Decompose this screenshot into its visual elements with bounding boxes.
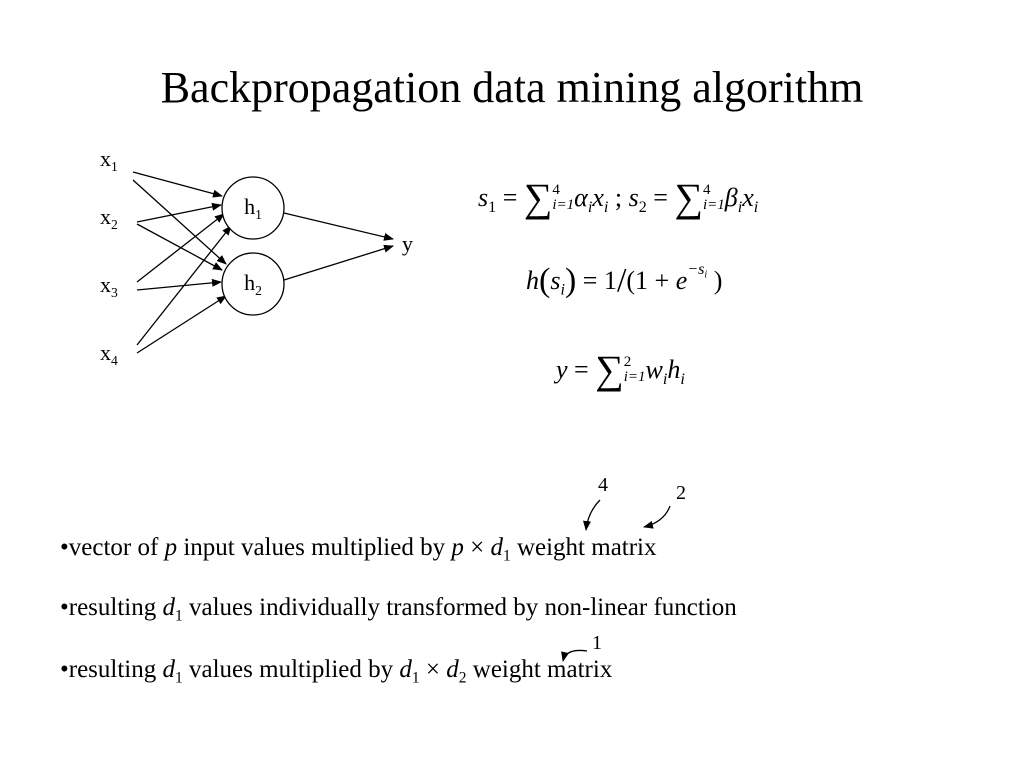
- hidden-label-h1: h1: [244, 194, 262, 222]
- edge-x3-h1: [136, 213, 225, 283]
- input-label-x3: x3: [100, 272, 118, 300]
- bullet-2: •resulting d1 values individually transf…: [60, 594, 737, 625]
- bullet-3: •resulting d1 values multiplied by d1 × …: [60, 656, 613, 687]
- annotation-4: 4: [598, 474, 608, 496]
- hidden-node-1: [221, 176, 285, 240]
- annotation-arrow-4: [583, 499, 601, 531]
- annotation-2: 2: [676, 482, 686, 504]
- input-label-x1: x1: [100, 146, 118, 174]
- annotation-1: 1: [592, 632, 602, 654]
- edge-x4-h2: [136, 295, 227, 354]
- edge-x2-h1: [136, 202, 222, 223]
- annotation-arrow-1: [561, 649, 588, 662]
- bullet-1: •vector of p input values multiplied by …: [60, 534, 657, 565]
- equation-sigmoid: h(si) = 1/(1 + e−si ): [526, 261, 723, 299]
- hidden-node-2: [221, 252, 285, 316]
- input-label-x2: x2: [100, 204, 118, 232]
- slide-title: Backpropagation data mining algorithm: [160, 63, 864, 112]
- annotation-arrow-2: [643, 505, 671, 529]
- edge-x4-h1: [136, 225, 232, 346]
- edge-x2-h2: [136, 223, 223, 271]
- edge-h2-y: [283, 244, 394, 281]
- edge-x3-h2: [136, 278, 222, 291]
- output-label-y: y: [402, 231, 413, 256]
- hidden-label-h2: h2: [244, 270, 262, 298]
- edge-x1-h2: [132, 179, 227, 265]
- edge-x1-h1: [132, 171, 223, 198]
- edge-h1-y: [283, 212, 394, 241]
- input-label-x4: x4: [100, 340, 118, 368]
